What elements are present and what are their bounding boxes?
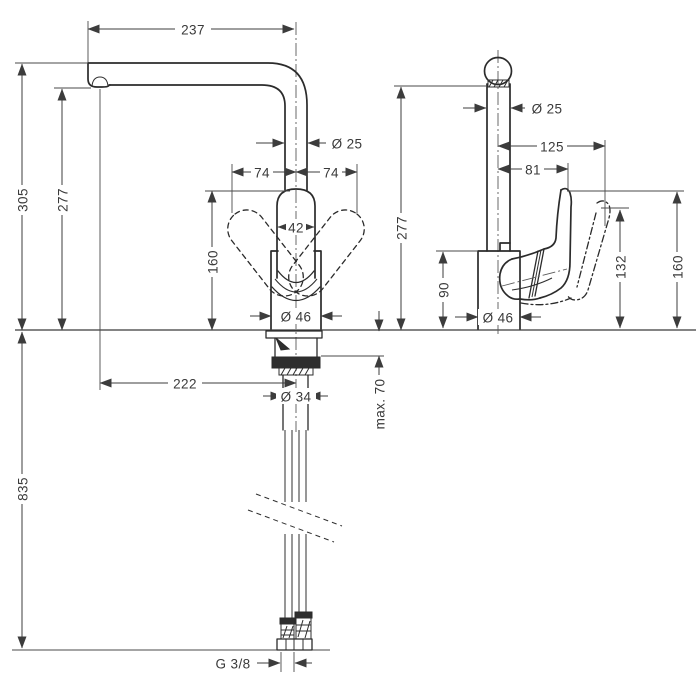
front-hose-length-dim: 835: [14, 474, 31, 504]
thread-band: [278, 367, 314, 376]
front-outlet-height-dim: 277: [54, 185, 71, 215]
side-outlet-height-label: 277: [395, 216, 410, 240]
side-handle-reach-open-label: 125: [540, 140, 564, 155]
front-view: [87, 22, 365, 651]
aerator-band-hatch: [488, 79, 509, 88]
side-handle-back-height-label: 132: [614, 255, 629, 279]
front-hose-length-label: 835: [16, 477, 31, 501]
dimension-lines: [17, 24, 682, 668]
front-swivel-right-label: 74: [323, 166, 339, 181]
side-pipe-diameter-label: Ø 25: [532, 102, 563, 117]
front-outlet-height-label: 277: [56, 188, 71, 212]
front-handle-width-dim: 42: [286, 219, 306, 236]
front-max-counter-label: max. 70: [373, 379, 388, 430]
front-handle-width-label: 42: [288, 221, 304, 236]
side-view: [477, 50, 611, 334]
side-handle-back-height-dim: 132: [612, 252, 629, 282]
spout-tip: [87, 62, 111, 88]
handle-lever-front: [276, 188, 316, 279]
side-handle-top-height-dim: 160: [669, 252, 686, 282]
hose-break-marks: [247, 493, 343, 543]
handle-inner-contour: [511, 277, 553, 291]
spout-pipe-section: [483, 56, 513, 86]
body-side: [477, 242, 521, 330]
hose-connector-left-detail: [281, 625, 294, 639]
side-outlet-height-dim: 277: [393, 213, 410, 243]
side-body-height-label: 90: [437, 282, 452, 298]
hose-connector-left-band: [279, 617, 296, 625]
handle-swivel-right-ghost: [288, 209, 365, 297]
front-body-diameter-dim: Ø 46: [275, 308, 317, 325]
front-swivel-right-dim: 74: [320, 164, 342, 181]
front-handle-height-label: 160: [206, 250, 221, 274]
handle-base-arc-3: [271, 286, 321, 301]
aerator-dome: [91, 76, 109, 87]
front-outlet-offset-label: 222: [173, 377, 197, 392]
front-total-height-label: 305: [16, 188, 31, 212]
handle-ghost-outer: [567, 200, 611, 301]
side-handle-top-height-label: 160: [671, 255, 686, 279]
handle-grip-bottom: [519, 297, 541, 301]
side-body-diameter-label: Ø 46: [483, 311, 514, 326]
thread-hatch: [280, 367, 310, 376]
side-pipe-diameter-dim: Ø 25: [526, 100, 568, 117]
handle-blade-outer: [539, 187, 573, 299]
handle-axis-centerline: [501, 268, 568, 287]
front-pipe-diameter-dim: Ø 25: [326, 135, 368, 152]
hose-guide-tick: [275, 337, 291, 351]
pipe-side: [486, 83, 511, 252]
front-total-height-dim: 305: [14, 185, 31, 215]
side-body-height-dim: 90: [435, 278, 452, 302]
side-handle-reach-label: 81: [525, 163, 541, 178]
spout-outer-line: [87, 62, 308, 191]
handle-swivel-left-ghost: [227, 209, 304, 297]
front-max-counter-dim: max. 70: [371, 375, 388, 433]
handle-elbow: [498, 258, 521, 301]
below-deck-body: [274, 337, 318, 358]
dimension-labels: 237 305 277 Ø 25 74 74 42 160 Ø 46 222 Ø…: [14, 21, 686, 672]
hose-connector-right-band: [294, 611, 313, 619]
side-body-diameter-dim: Ø 46: [478, 309, 519, 326]
mounting-nut: [271, 356, 321, 369]
spout-inner-line: [109, 84, 286, 191]
front-spout-reach-dim: 237: [175, 21, 211, 38]
front-outlet-offset-dim: 222: [168, 375, 202, 392]
handle-seam: [528, 248, 545, 299]
handle-ghost-inner: [576, 212, 597, 288]
front-swivel-left-label: 74: [254, 166, 270, 181]
handle-ghost-bottom: [520, 297, 572, 306]
front-body-diameter-label: Ø 46: [281, 310, 312, 325]
side-handle-reach-open-dim: 125: [537, 138, 567, 155]
hose-lines: [284, 430, 307, 618]
front-spout-reach-label: 237: [181, 23, 205, 38]
front-thread-dim: G 3/8: [211, 655, 255, 672]
front-swivel-left-dim: 74: [251, 164, 273, 181]
reference-lines: [12, 329, 696, 651]
handle-base-arc-1: [277, 270, 315, 284]
front-pipe-diameter-label: Ø 25: [332, 137, 363, 152]
front-shank-diameter-label: Ø 34: [281, 390, 312, 405]
side-handle-reach-dim: 81: [522, 161, 544, 178]
aerator-band: [487, 79, 510, 88]
front-thread-label: G 3/8: [215, 657, 250, 672]
handle-blade-inner: [543, 189, 562, 250]
handle-seam-mid: [531, 249, 542, 298]
front-shank-diameter-dim: Ø 34: [276, 388, 316, 405]
hose-connector-right-detail: [296, 619, 311, 639]
hose-end-fitting-dividers: [285, 639, 304, 650]
front-handle-height-dim: 160: [204, 247, 221, 277]
base-flange: [265, 330, 323, 339]
extension-lines: [15, 21, 684, 672]
